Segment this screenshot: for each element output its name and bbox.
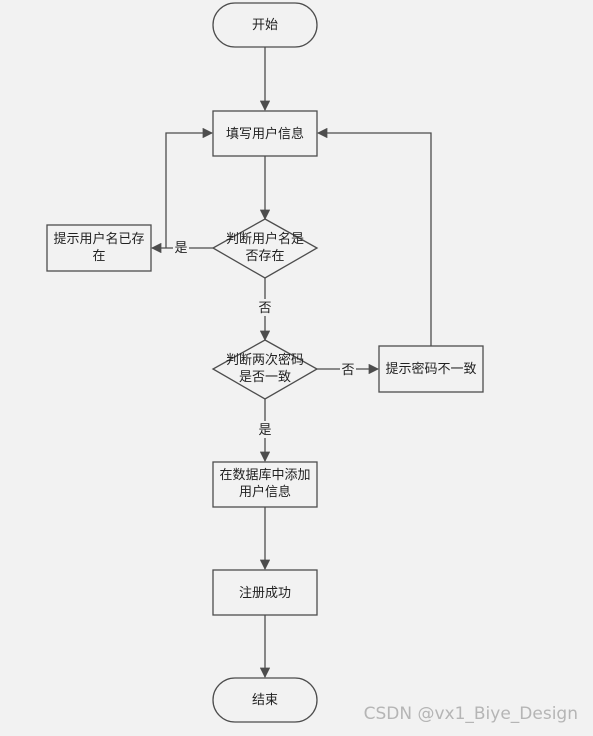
add-to-db-process: 在数据库中添加 用户信息 [212,461,318,508]
edge-label-no-password: 否 [340,361,356,378]
edge-label-yes-password: 是 [257,421,273,438]
username-exists-process: 提示用户名已存 在 [46,224,152,272]
edge-label-yes-username: 是 [173,239,189,256]
add-to-db-label-2: 用户信息 [239,484,291,500]
start-label: 开始 [252,18,278,33]
check-password-decision: 判断两次密码 是否一致 [211,339,319,400]
svg-text:是: 是 [174,241,187,256]
check-username-label-2: 否存在 [245,249,284,264]
watermark: CSDN @vx1_Biye_Design [364,704,578,724]
svg-text:是: 是 [258,423,271,438]
svg-text:否: 否 [341,363,354,378]
success-label: 注册成功 [239,586,291,601]
fill-info-label: 填写用户信息 [226,126,304,142]
start-terminal: 开始 [212,2,318,48]
check-password-label-2: 是否一致 [239,370,291,385]
fill-info-process: 填写用户信息 [212,110,318,157]
check-username-decision: 判断用户名是 否存在 [211,218,319,279]
edge-label-no-username: 否 [257,299,273,316]
password-mismatch-process: 提示密码不一致 [378,345,484,393]
edge-mismatch-back [316,127,432,346]
svg-text:否: 否 [258,301,271,316]
success-process: 注册成功 [212,569,318,616]
check-password-label-1: 判断两次密码 [226,352,304,368]
password-mismatch-label: 提示密码不一致 [385,361,476,377]
username-exists-label-2: 在 [92,249,105,264]
end-label: 结束 [252,693,278,708]
username-exists-label-1: 提示用户名已存 [53,231,144,247]
add-to-db-label-1: 在数据库中添加 [219,467,310,483]
check-username-label-1: 判断用户名是 [226,231,304,247]
edge-username-exists-back [165,127,214,248]
end-terminal: 结束 [212,677,318,723]
